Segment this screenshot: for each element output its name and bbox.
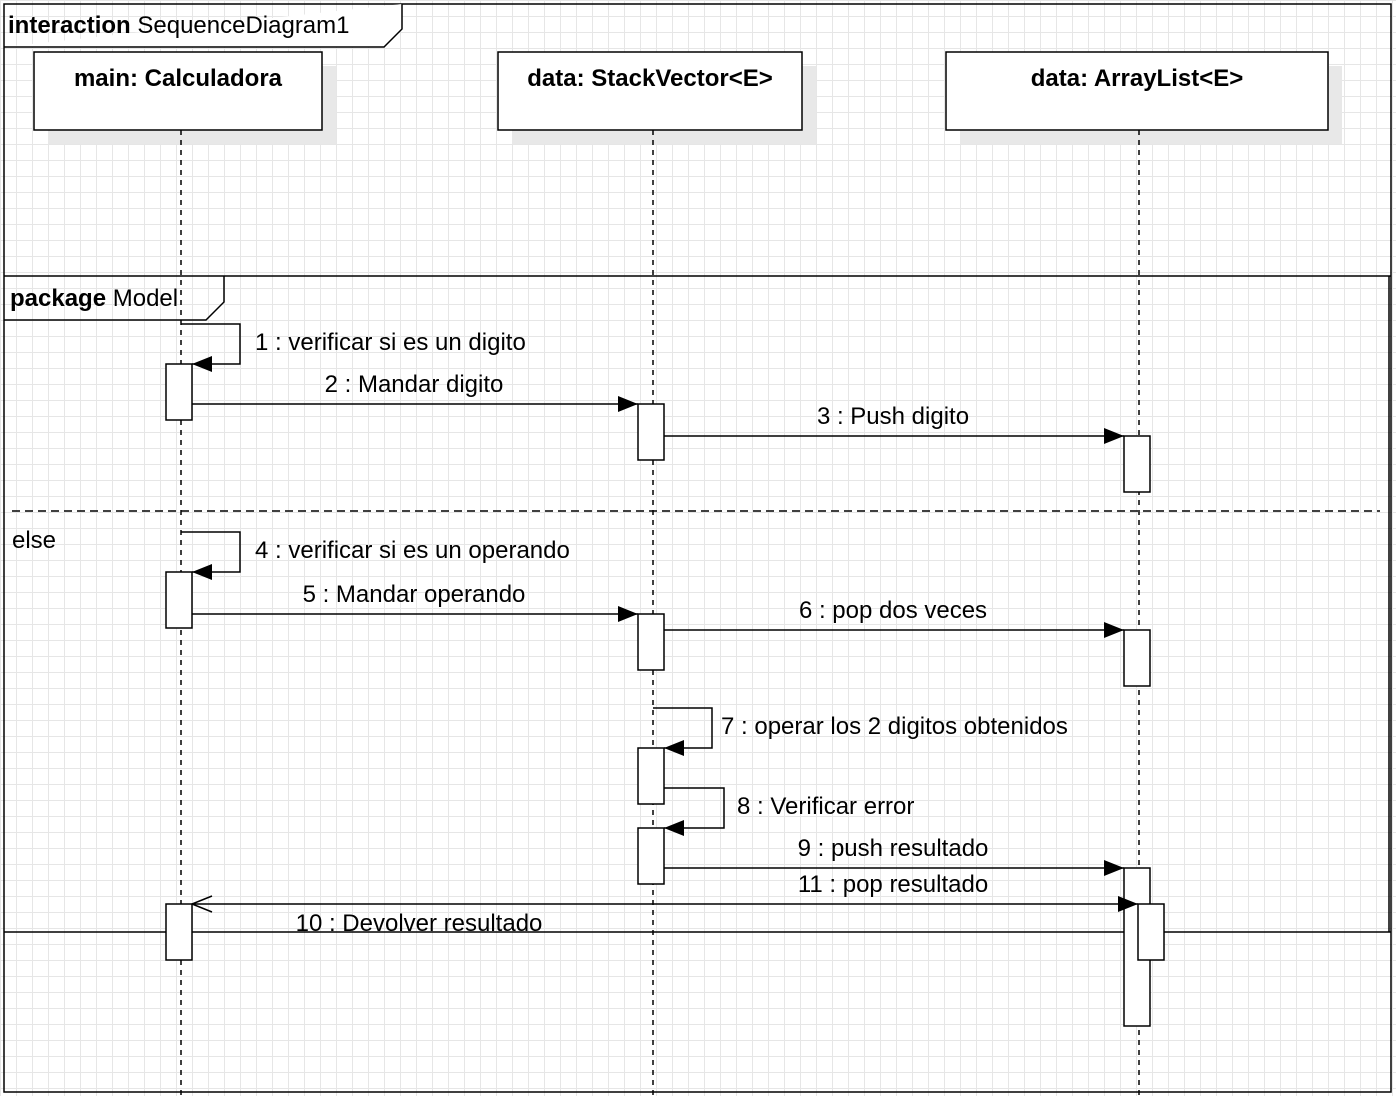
interaction-frame-tab [4, 4, 403, 48]
message-5-label: 5 : Mandar operando [303, 581, 526, 608]
package-fragment-label: package Model [10, 285, 178, 312]
message-1-arrow[interactable] [181, 323, 241, 372]
message-3-label: 3 : Push digito [817, 403, 969, 430]
activation-bar [165, 903, 193, 961]
message-7-label: 7 : operar los 2 digitos obtenidos [721, 713, 1068, 740]
activation-bar [637, 827, 665, 885]
lifeline-head-stackvector[interactable] [497, 51, 803, 131]
message-10-arrow[interactable] [189, 895, 213, 913]
lifeline-head-arraylist[interactable] [945, 51, 1329, 131]
message-4-arrow[interactable] [181, 531, 241, 580]
activation-bar [637, 613, 665, 671]
lifeline-title-calculadora: main: Calculadora [74, 65, 283, 92]
message-6-label: 6 : pop dos veces [799, 597, 987, 624]
message-9-label: 9 : push resultado [798, 835, 989, 862]
message-11-label: 11 : pop resultado [798, 871, 988, 898]
lifeline-head-calculadora[interactable] [33, 51, 323, 131]
interaction-frame-label: interaction SequenceDiagram1 [8, 12, 350, 39]
message-8-arrow[interactable] [664, 787, 725, 836]
activation-bar [1123, 629, 1151, 687]
activation-bar [165, 363, 193, 421]
lifeline-title-stackvector: data: StackVector<E> [527, 65, 772, 92]
message-10-label: 10 : Devolver resultado [296, 910, 543, 937]
message-2-label: 2 : Mandar digito [325, 371, 504, 398]
activation-bar [1123, 435, 1151, 493]
activation-bar [1137, 903, 1165, 961]
message-4-label: 4 : verificar si es un operando [255, 537, 570, 564]
message-1-label: 1 : verificar si es un digito [255, 329, 526, 356]
activation-bar [637, 747, 665, 805]
package-fragment-tab [4, 276, 225, 321]
message-8-label: 8 : Verificar error [737, 793, 914, 820]
else-label: else [12, 527, 56, 554]
interaction-frame [3, 3, 1392, 1093]
message-7-arrow[interactable] [653, 707, 713, 756]
activation-bar [637, 403, 665, 461]
activation-bar [165, 571, 193, 629]
lifeline-title-arraylist: data: ArrayList<E> [1031, 65, 1244, 92]
